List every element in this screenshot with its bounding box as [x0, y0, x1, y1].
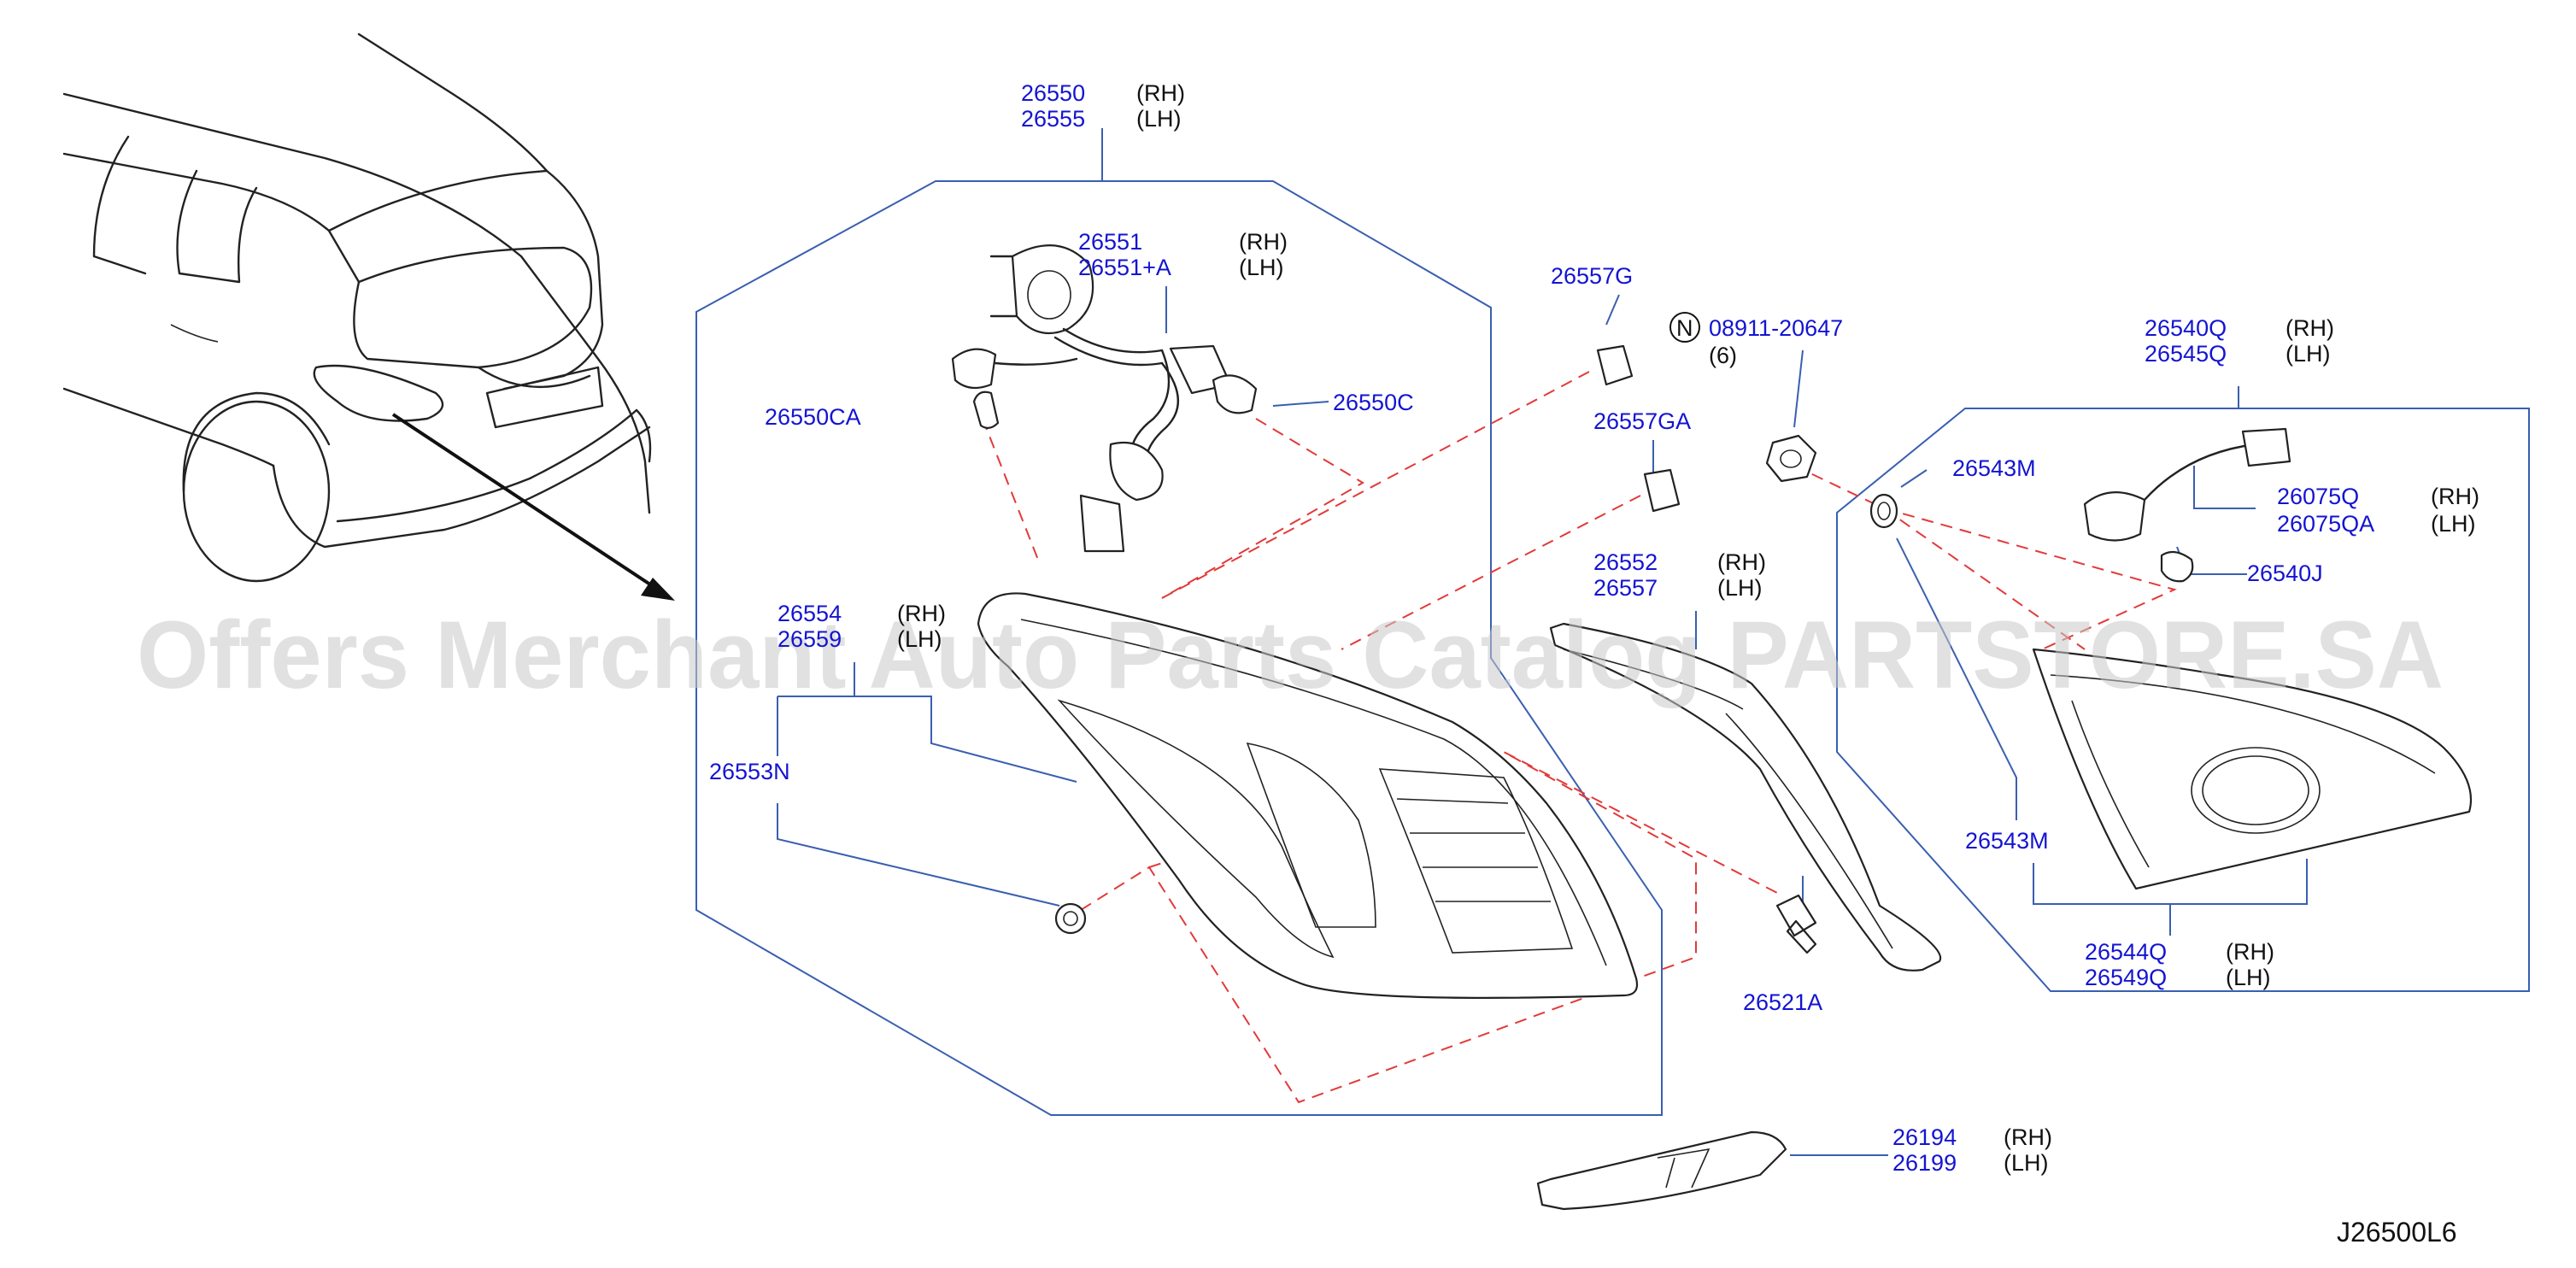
- part-26543m-top[interactable]: 26543M: [1952, 455, 2036, 481]
- part-26545q[interactable]: 26545Q: [2145, 341, 2227, 367]
- seal-illustration: [1869, 493, 1898, 529]
- part-26559[interactable]: 26559: [777, 626, 842, 652]
- side-label: (RH): [2004, 1124, 2052, 1150]
- part-26543m-bottom[interactable]: 26543M: [1965, 828, 2049, 854]
- nut-quantity: (6): [1709, 343, 1737, 368]
- reflector-illustration: [1536, 1130, 1787, 1211]
- part-26552[interactable]: 26552: [1593, 549, 1658, 575]
- part-26550c[interactable]: 26550C: [1333, 390, 1414, 415]
- side-label: (RH): [897, 601, 946, 626]
- watermark: Offers Merchant Auto Parts Catalog PARTS…: [137, 602, 2444, 708]
- part-26199[interactable]: 26199: [1892, 1150, 1957, 1176]
- side-label: (LH): [1136, 106, 1182, 132]
- part-26544q[interactable]: 26544Q: [2085, 939, 2167, 965]
- part-26549q[interactable]: 26549Q: [2085, 965, 2167, 990]
- part-26521a[interactable]: 26521A: [1743, 989, 1822, 1015]
- nut-badge-icon: [1669, 312, 1700, 343]
- part-26554[interactable]: 26554: [777, 601, 842, 626]
- part-26557ga[interactable]: 26557GA: [1593, 408, 1691, 434]
- side-label: (LH): [2431, 511, 2476, 537]
- part-26555[interactable]: 26555: [1021, 106, 1085, 132]
- side-label: (RH): [1136, 80, 1185, 106]
- nut-badge-letter: N: [1676, 315, 1693, 341]
- bolt-illustration: [1775, 894, 1817, 954]
- bulb-rear-illustration: [2160, 550, 2194, 583]
- part-26557g[interactable]: 26557G: [1551, 263, 1633, 289]
- side-label: (RH): [1239, 229, 1288, 255]
- part-26540q[interactable]: 26540Q: [2145, 315, 2227, 341]
- side-label: (RH): [1717, 549, 1766, 575]
- socket-illustration: [2083, 427, 2291, 542]
- part-26075qa[interactable]: 26075QA: [2277, 511, 2374, 537]
- side-label: (RH): [2226, 939, 2274, 965]
- side-label: (RH): [2286, 315, 2334, 341]
- harness-illustration: [951, 244, 1258, 553]
- side-label: (LH): [1717, 575, 1763, 601]
- lamp-housing-illustration: [977, 592, 1639, 999]
- vehicle-illustration: [62, 32, 652, 583]
- side-label: (LH): [2226, 965, 2271, 990]
- clip-g-illustration: [1596, 344, 1634, 386]
- part-08911-20647[interactable]: 08911-20647: [1709, 315, 1843, 341]
- diagram-code: J26500L6: [2337, 1217, 2457, 1247]
- nut-illustration: [1765, 434, 1817, 483]
- grommet-illustration: [1054, 902, 1087, 935]
- part-26551a[interactable]: 26551+A: [1078, 255, 1171, 280]
- part-26075q[interactable]: 26075Q: [2277, 484, 2359, 509]
- part-26557[interactable]: 26557: [1593, 575, 1658, 601]
- part-26550ca[interactable]: 26550CA: [765, 404, 861, 430]
- part-26194[interactable]: 26194: [1892, 1124, 1957, 1150]
- side-label: (LH): [897, 626, 942, 652]
- side-label: (RH): [2431, 484, 2479, 509]
- rear-lamp-illustration: [2032, 648, 2473, 890]
- side-label: (LH): [2004, 1150, 2049, 1176]
- side-label: (LH): [2286, 341, 2331, 367]
- bulb-small-illustration: [972, 390, 1000, 429]
- callout-labels[interactable]: 26550 (RH) 26555 (LH) 26551 (RH) 26551+A…: [709, 80, 2479, 1176]
- lens-strip-illustration: [1549, 622, 1942, 972]
- part-26540j[interactable]: 26540J: [2247, 561, 2323, 586]
- part-26553n[interactable]: 26553N: [709, 759, 790, 784]
- part-26551[interactable]: 26551: [1078, 229, 1142, 255]
- part-26550[interactable]: 26550: [1021, 80, 1085, 106]
- clip-ga-illustration: [1643, 468, 1681, 513]
- side-label: (LH): [1239, 255, 1284, 280]
